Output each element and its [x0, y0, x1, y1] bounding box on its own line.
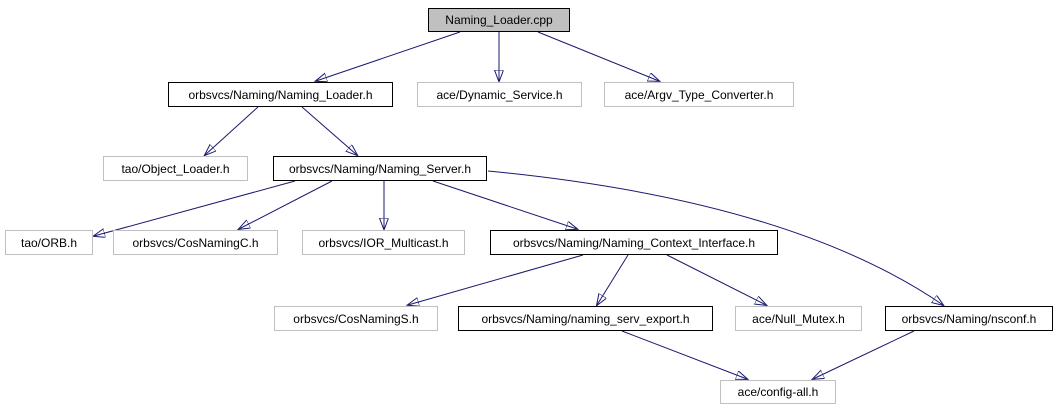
node-orb-h: tao/ORB.h [5, 230, 93, 255]
node-config-all-h: ace/config-all.h [720, 380, 836, 404]
node-dynamic-service-h: ace/Dynamic_Service.h [417, 82, 582, 107]
node-naming-loader-h[interactable]: orbsvcs/Naming/Naming_Loader.h [168, 82, 393, 107]
node-cosnamings-h: orbsvcs/CosNamingS.h [274, 306, 438, 331]
edge-naming-loader-cpp-to-argv-type-converter-h [537, 31, 659, 81]
node-naming-context-interface-h[interactable]: orbsvcs/Naming/Naming_Context_Interface.… [490, 230, 778, 255]
node-null-mutex-h: ace/Null_Mutex.h [735, 306, 862, 331]
edge-naming-context-interface-h-to-null-mutex-h [666, 254, 766, 305]
node-naming-serv-export-h[interactable]: orbsvcs/Naming/naming_serv_export.h [458, 306, 713, 331]
edge-naming-server-h-to-cosnamingc-h [239, 180, 333, 229]
node-object-loader-h: tao/Object_Loader.h [103, 156, 248, 181]
node-nsconf-h[interactable]: orbsvcs/Naming/nsconf.h [885, 306, 1053, 331]
edge-naming-server-h-to-naming-context-interface-h [432, 180, 577, 229]
edge-naming-loader-h-to-object-loader-h [205, 106, 259, 155]
edge-naming-server-h-to-nsconf-h [487, 170, 943, 305]
edge-naming-loader-cpp-to-naming-loader-h [316, 31, 461, 81]
node-cosnamingc-h: orbsvcs/CosNamingC.h [113, 230, 278, 255]
node-argv-type-converter-h: ace/Argv_Type_Converter.h [604, 82, 794, 107]
edge-nsconf-h-to-config-all-h [813, 330, 915, 379]
node-naming-server-h[interactable]: orbsvcs/Naming/Naming_Server.h [273, 156, 487, 181]
edge-naming-context-interface-h-to-cosnamings-h [408, 254, 584, 305]
edge-naming-server-h-to-orb-h [94, 180, 296, 236]
node-ior-multicast-h: orbsvcs/IOR_Multicast.h [302, 230, 465, 255]
edge-naming-loader-h-to-naming-server-h [301, 106, 357, 155]
edge-naming-context-interface-h-to-naming-serv-export-h [597, 254, 629, 305]
node-naming-loader-cpp: Naming_Loader.cpp [428, 8, 570, 32]
edge-naming-serv-export-h-to-config-all-h [621, 330, 747, 379]
